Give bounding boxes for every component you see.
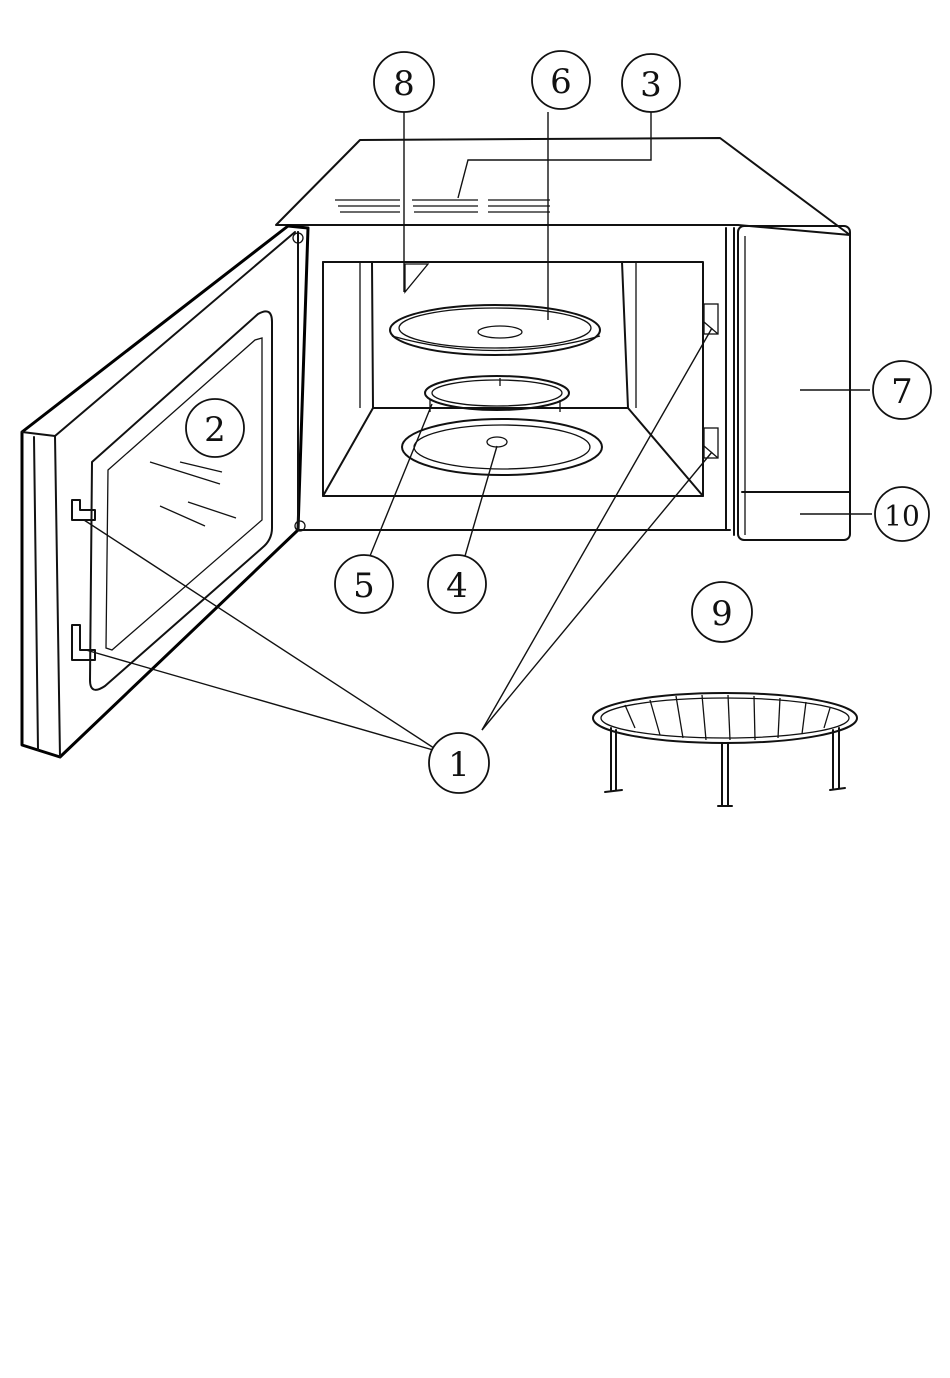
callout-4: 4 [428, 555, 486, 613]
roller-ring [425, 376, 569, 412]
callout-label-4: 4 [446, 566, 468, 606]
callout-5: 5 [335, 555, 393, 613]
callout-label-1: 1 [448, 745, 470, 785]
callout-7: 7 [873, 361, 931, 419]
callout-9: 9 [692, 582, 752, 642]
glass-tray [390, 305, 600, 355]
callout-label-10: 10 [884, 500, 920, 533]
callout-label-2: 2 [204, 410, 226, 450]
callout-6: 6 [532, 51, 590, 109]
vent-slots [335, 200, 550, 212]
waveguide-cover [405, 264, 428, 292]
microwave-body [276, 138, 850, 535]
callout-label-3: 3 [640, 65, 662, 105]
callout-1: 1 [429, 733, 489, 793]
control-panel [738, 226, 850, 540]
safety-lock-holes [704, 304, 718, 458]
callout-label-9: 9 [711, 594, 733, 634]
callout-label-6: 6 [550, 62, 572, 102]
oven-cavity [323, 262, 718, 496]
callout-2: 2 [186, 399, 244, 457]
callout-8: 8 [374, 52, 434, 112]
callout-label-8: 8 [393, 64, 415, 104]
door [22, 226, 308, 757]
grill-rack [593, 693, 857, 806]
callout-10: 10 [875, 487, 929, 541]
callout-label-5: 5 [353, 566, 375, 606]
turntable-shaft [402, 419, 602, 475]
callout-label-7: 7 [891, 372, 913, 412]
callout-3: 3 [622, 54, 680, 112]
